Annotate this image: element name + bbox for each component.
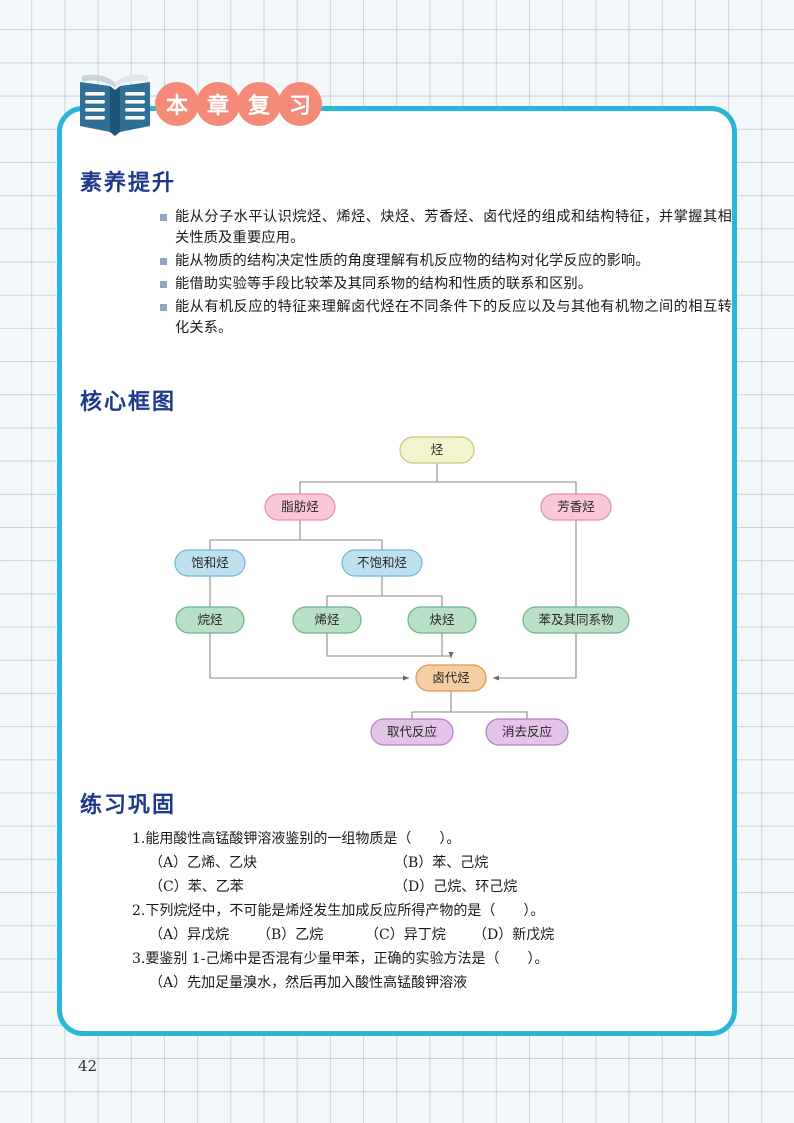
- flow-connector: [411, 691, 452, 719]
- list-item: 能从有机反应的特征来理解卤代烃在不同条件下的反应以及与其他有机物之间的相互转化关…: [160, 297, 732, 339]
- flow-node-shape: [407, 606, 477, 634]
- flow-node-shape: [540, 493, 612, 521]
- flow-node-shape: [292, 606, 362, 634]
- page-number: 42: [78, 1057, 98, 1075]
- chapter-title-bubbles: 本 章 复 习: [155, 82, 322, 126]
- title-char-2: 章: [196, 82, 240, 126]
- question-stem: 3.要鉴别 1-己烯中是否混有少量甲苯，正确的实验方法是（ ）。: [132, 951, 549, 967]
- flow-connector: [300, 539, 383, 550]
- flow-connector: [492, 520, 577, 681]
- question-option[interactable]: （D）新戊烷: [473, 927, 555, 943]
- flow-connector: [382, 595, 443, 607]
- competency-item-text: 能从有机反应的特征来理解卤代烃在不同条件下的反应以及与其他有机物之间的相互转化关…: [175, 299, 732, 336]
- question-stem: 1.能用酸性高锰酸钾溶液鉴别的一组物质是（ ）。: [132, 831, 461, 847]
- flow-node-alkene: 烯烃: [292, 606, 362, 634]
- list-item: 能从物质的结构决定性质的角度理解有机反应物的结构对化学反应的影响。: [160, 251, 732, 272]
- flow-connector: [299, 463, 438, 494]
- flow-node-saturated: 饱和烃: [174, 549, 246, 577]
- flow-node-hydrocarbon: 烃: [399, 436, 475, 464]
- flow-node-label: 烯烃: [314, 612, 340, 627]
- flow-node-unsaturated: 不饱和烃: [341, 549, 423, 577]
- flow-connector: [451, 711, 528, 719]
- flow-node-label: 烃: [431, 442, 444, 457]
- question-option[interactable]: （C）苯、乙苯: [149, 879, 244, 895]
- flow-node-label: 芳香烃: [557, 499, 595, 514]
- title-char-3: 复: [237, 82, 281, 126]
- title-char-1: 本: [155, 82, 199, 126]
- competency-item-text: 能从分子水平认识烷烃、烯烃、炔烃、芳香烃、卤代烃的组成和结构特征，并掌握其相关性…: [175, 209, 732, 246]
- exercise-list: 1.能用酸性高锰酸钾溶液鉴别的一组物质是（ ）。（A）乙烯、乙炔（B）苯、己烷（…: [132, 827, 732, 995]
- question-option[interactable]: （A）先加足量溴水，然后再加入酸性高锰酸钾溶液: [149, 975, 468, 991]
- framework-heading: 核心框图: [80, 390, 177, 415]
- flow-connector: [326, 576, 383, 607]
- flow-node-label: 烷烃: [197, 612, 223, 627]
- question-stem: 2.下列烷烃中，不可能是烯烃发生加成反应所得产物的是（ ）。: [132, 903, 545, 919]
- flow-node-label: 苯及其同系物: [538, 612, 613, 627]
- chapter-header: 本 章 复 习: [72, 66, 322, 142]
- question-option[interactable]: （B）苯、己烷: [394, 855, 489, 871]
- flow-node-label: 不饱和烃: [357, 555, 408, 570]
- flow-connector: [209, 520, 301, 550]
- bullet-square-icon: [160, 258, 167, 265]
- flow-connector: [326, 633, 454, 659]
- question-option-row: （A）异戊烷 （B）乙烷 （C）异丁烷 （D）新戊烷: [132, 923, 732, 947]
- competency-item-text: 能从物质的结构决定性质的角度理解有机反应物的结构对化学反应的影响。: [175, 253, 650, 269]
- flow-node-alkyne: 炔烃: [407, 606, 477, 634]
- flow-node-shape: [399, 436, 475, 464]
- question-option[interactable]: （C）异丁烷: [365, 927, 446, 943]
- flow-node-halide: 卤代烃: [415, 664, 487, 692]
- title-char-4: 习: [278, 82, 322, 126]
- question-option[interactable]: （B）乙烷: [257, 927, 324, 943]
- flow-node-benzene: 苯及其同系物: [522, 606, 630, 634]
- flow-node-shape: [341, 549, 423, 577]
- competency-item-text: 能借助实验等手段比较苯及其同系物的结构和性质的联系和区别。: [175, 276, 593, 292]
- flow-node-shape: [485, 718, 569, 746]
- question-option-row: （C）苯、乙苯 （D）己烷、环己烷: [132, 875, 732, 899]
- flow-node-shape: [175, 606, 245, 634]
- flow-connector: [209, 633, 410, 681]
- bullet-square-icon: [160, 281, 167, 288]
- competency-list: 能从分子水平认识烷烃、烯烃、炔烃、芳香烃、卤代烃的组成和结构特征，并掌握其相关性…: [160, 207, 732, 341]
- question-option[interactable]: （D）己烷、环己烷: [394, 879, 518, 895]
- core-framework-diagram: 烃脂肪烃 芳香烃饱和烃 不饱和烃烷烃 烯烃 炔烃 苯及其同系物卤代烃取代反应 消去反应: [57, 420, 737, 750]
- competency-heading: 素养提升: [80, 171, 177, 196]
- question-option[interactable]: （A）乙烯、乙炔: [149, 855, 258, 871]
- flow-node-alkane: 烷烃: [175, 606, 245, 634]
- question-option[interactable]: （A）异戊烷: [149, 927, 230, 943]
- flow-node-elimination: 消去反应: [485, 718, 569, 746]
- bullet-square-icon: [160, 304, 167, 311]
- content-card: [57, 106, 737, 1036]
- flow-node-substitute: 取代反应: [370, 718, 454, 746]
- flow-node-label: 饱和烃: [191, 555, 229, 570]
- question-option-row: （A）乙烯、乙炔 （B）苯、己烷: [132, 851, 732, 875]
- flow-node-label: 脂肪烃: [281, 499, 319, 514]
- list-item: 能从分子水平认识烷烃、烯烃、炔烃、芳香烃、卤代烃的组成和结构特征，并掌握其相关性…: [160, 207, 732, 249]
- flow-node-aromatic: 芳香烃: [540, 493, 612, 521]
- flow-node-shape: [415, 664, 487, 692]
- flow-node-shape: [522, 606, 630, 634]
- flow-node-label: 卤代烃: [432, 670, 470, 685]
- list-item: 能借助实验等手段比较苯及其同系物的结构和性质的联系和区别。: [160, 274, 732, 295]
- flow-node-shape: [370, 718, 454, 746]
- exercises-heading: 练习巩固: [80, 793, 177, 818]
- flow-node-shape: [264, 493, 336, 521]
- flow-node-label: 消去反应: [502, 724, 552, 739]
- flow-node-label: 炔烃: [429, 612, 455, 627]
- flow-node-shape: [174, 549, 246, 577]
- flow-node-aliphatic: 脂肪烃: [264, 493, 336, 521]
- flow-node-label: 取代反应: [387, 724, 437, 739]
- open-book-icon: [72, 70, 158, 138]
- question-option-row: （A）先加足量溴水，然后再加入酸性高锰酸钾溶液: [132, 971, 732, 995]
- flow-connector: [437, 481, 577, 494]
- bullet-square-icon: [160, 214, 167, 221]
